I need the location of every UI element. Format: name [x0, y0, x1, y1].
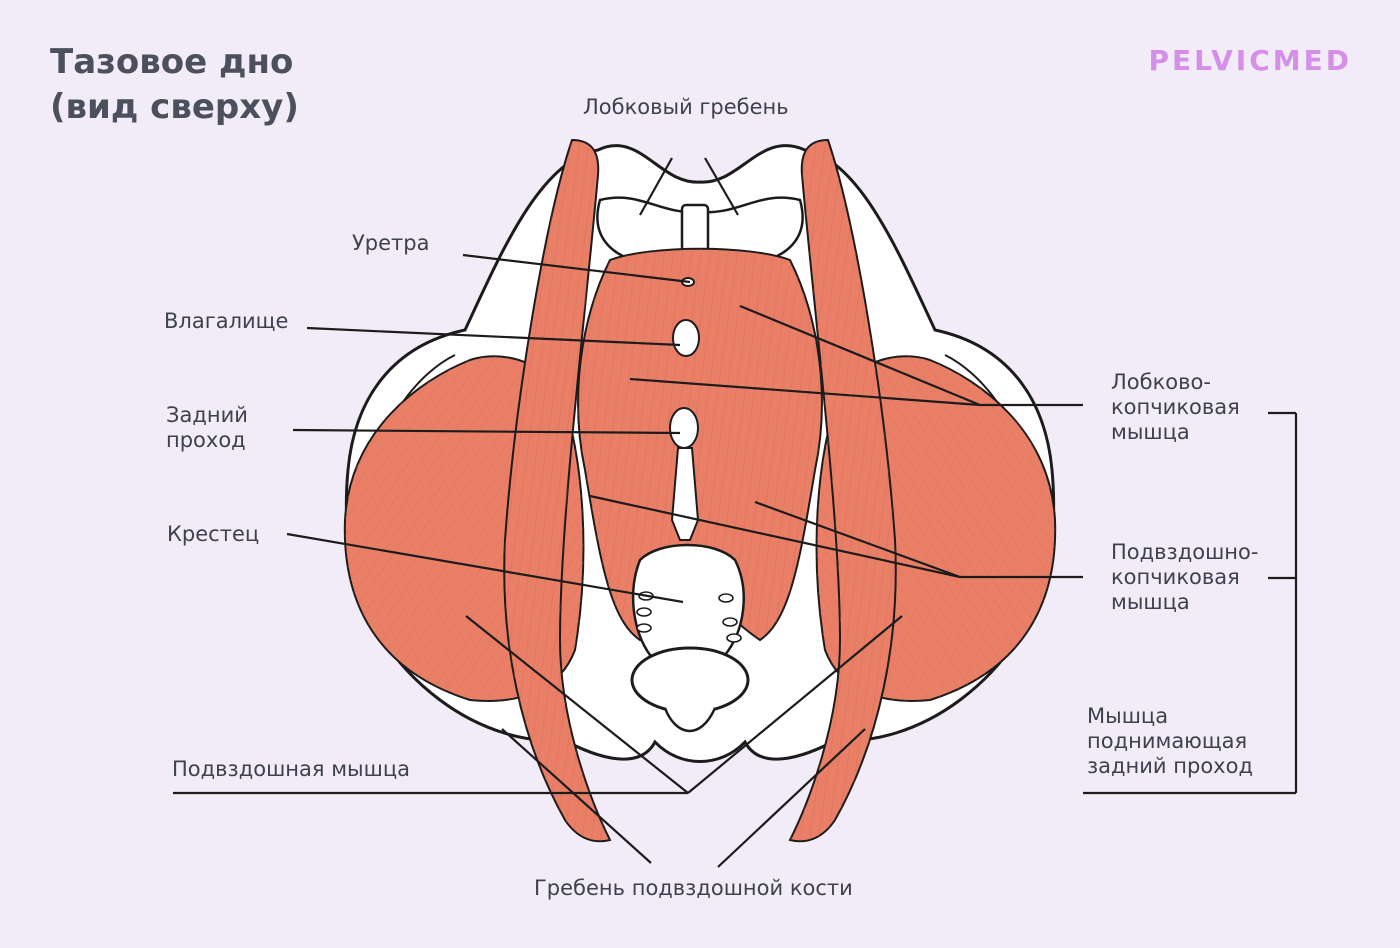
page-title: Тазовое дно (вид сверху) — [50, 40, 299, 130]
anus-opening — [669, 407, 699, 449]
label-anus-line-1: Задний — [166, 403, 248, 427]
label-iliococcygeus: Подвздошно- копчиковая мышца — [1111, 540, 1258, 615]
leader-lines — [173, 157, 1298, 868]
label-iliacus: Подвздошная мышца — [172, 757, 410, 781]
label-iliococcygeus-line-2: копчиковая — [1111, 565, 1240, 589]
label-anus: Задний проход — [166, 403, 248, 453]
title-line-1: Тазовое дно — [50, 42, 294, 82]
label-levator-line-2: поднимающая — [1087, 729, 1248, 753]
coccyx — [670, 447, 700, 541]
vagina-opening — [672, 319, 700, 357]
label-sacrum: Крестец — [167, 522, 260, 546]
vertebra-process — [663, 707, 717, 733]
label-iliac-crest: Гребень подвздошной кости — [534, 876, 853, 900]
label-pubic-crest: Лобковый гребень — [583, 95, 789, 119]
label-iliococcygeus-line-1: Подвздошно- — [1111, 540, 1259, 564]
label-levator-ani: Мышца поднимающая задний проход — [1087, 704, 1253, 779]
label-pubococcygeus-line-3: мышца — [1111, 420, 1190, 444]
label-anus-line-2: проход — [166, 428, 246, 452]
vertebra-body — [630, 646, 750, 714]
label-levator-line-1: Мышца — [1087, 704, 1169, 728]
label-levator-line-3: задний проход — [1087, 754, 1253, 778]
pubic-symphysis — [680, 203, 710, 253]
label-pubococcygeus: Лобково- копчиковая мышца — [1111, 370, 1240, 445]
label-pubococcygeus-line-1: Лобково- — [1111, 370, 1211, 394]
label-urethra: Уретра — [352, 231, 430, 255]
sacrum-bone — [631, 543, 745, 664]
label-pubococcygeus-line-2: копчиковая — [1111, 395, 1240, 419]
title-line-2: (вид сверху) — [50, 87, 299, 127]
sacral-foramina — [636, 591, 742, 643]
label-iliococcygeus-line-3: мышца — [1111, 590, 1190, 614]
brand-logo: PELVICMED — [1148, 44, 1352, 77]
label-vagina: Влагалище — [164, 309, 289, 333]
